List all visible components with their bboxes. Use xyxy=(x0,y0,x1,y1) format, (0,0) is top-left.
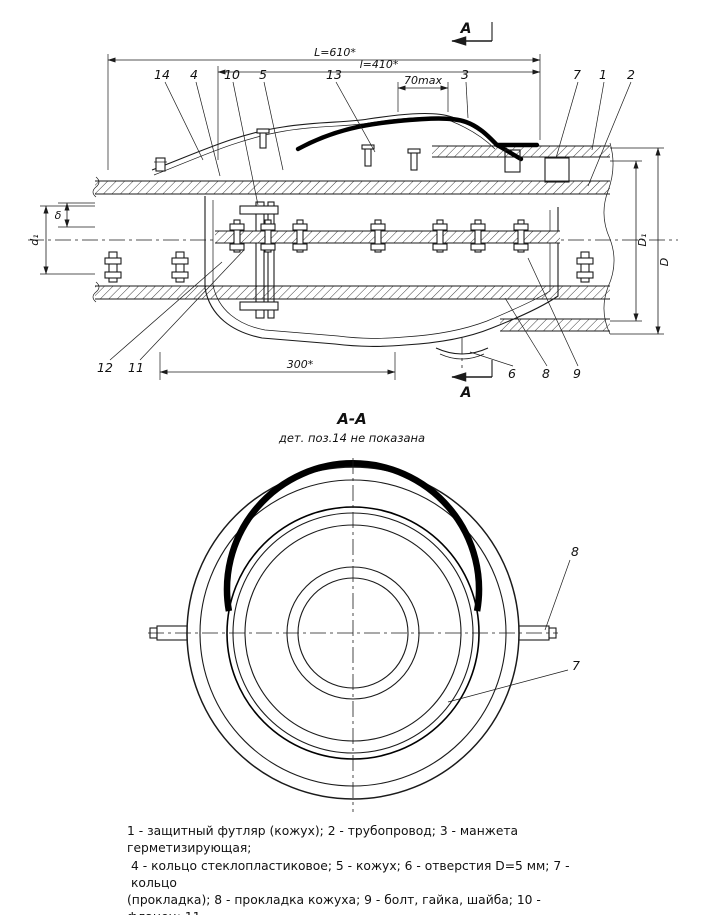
callout-10: 10 xyxy=(224,67,240,82)
manjeta-seal xyxy=(295,116,540,162)
callout-11: 11 xyxy=(128,360,144,375)
right-stub xyxy=(518,625,557,641)
bolt xyxy=(260,219,276,253)
casing-end-ring xyxy=(504,149,521,173)
dimensions: L=610* l=410* 70max 300* δ d₁ D₁ D xyxy=(28,46,671,380)
callout-5: 5 xyxy=(259,67,267,82)
bolt xyxy=(432,219,448,253)
section-letter-bottom: A xyxy=(460,385,472,401)
right-break-line xyxy=(603,142,615,335)
legend-line-1: 1 - защитный футляр (кожух); 2 - трубопр… xyxy=(127,824,519,856)
section-marker-top: A xyxy=(451,21,493,46)
legend-line-2: 4 - кольцо стеклопластиковое; 5 - кожух;… xyxy=(131,858,570,890)
flange-assembly xyxy=(239,201,279,319)
casing-bottom xyxy=(500,318,610,332)
dim-d1: d₁ xyxy=(28,234,41,245)
callout-6: 6 xyxy=(508,366,516,381)
callout-3: 3 xyxy=(461,67,469,82)
callouts: 14 4 10 5 13 3 7 1 2 12 11 6 8 9 xyxy=(97,67,635,381)
callout-13: 13 xyxy=(326,67,342,82)
section-view-title: А-А xyxy=(336,410,366,428)
bolt xyxy=(370,219,386,253)
dim-l: l=410* xyxy=(360,58,399,71)
left-stub xyxy=(149,625,188,641)
leader-7 xyxy=(447,669,569,703)
parts-legend: 1 - защитный футляр (кожух); 2 - трубопр… xyxy=(127,823,597,915)
drain-holes xyxy=(435,338,489,368)
bolt xyxy=(292,219,308,253)
dim-D: D xyxy=(658,258,671,266)
section-letter-top: A xyxy=(460,21,472,37)
clamp-screws xyxy=(256,128,421,171)
callout-8: 8 xyxy=(542,366,550,381)
pipe-top-wall xyxy=(92,176,610,198)
ring-gasket-7 xyxy=(544,157,570,183)
dim-70max: 70max xyxy=(404,74,442,87)
callout-9: 9 xyxy=(573,366,581,381)
callout-12: 12 xyxy=(97,360,113,375)
callout-4: 4 xyxy=(190,67,198,82)
bolt xyxy=(513,219,529,253)
leader-8 xyxy=(544,559,571,631)
callout-7: 7 xyxy=(573,67,581,82)
dim-300: 300* xyxy=(287,358,314,371)
dim-delta: δ xyxy=(55,209,62,222)
main-assembly-drawing xyxy=(28,112,678,368)
section-view-a-a: А-А дет. поз.14 не показана 8 7 xyxy=(148,410,580,812)
callout-2: 2 xyxy=(627,67,635,82)
section-marker-bottom: A xyxy=(451,360,493,401)
casing-top xyxy=(432,145,610,158)
section-callout-7: 7 xyxy=(572,658,580,673)
section-callout-8: 8 xyxy=(571,544,579,559)
legend-line-3: (прокладка); 8 - прокладка кожуха; 9 - б… xyxy=(127,893,541,915)
callout-14: 14 xyxy=(154,67,170,82)
bolted-strip xyxy=(215,219,560,253)
bolt xyxy=(470,219,486,253)
callout-1: 1 xyxy=(599,67,607,82)
dim-D1: D₁ xyxy=(636,234,649,247)
pipe-bottom-wall xyxy=(92,281,610,303)
under-pipe-bolts xyxy=(104,251,594,283)
bolt xyxy=(229,219,245,253)
section-view-subtitle: дет. поз.14 не показана xyxy=(278,431,425,445)
cover-chehol xyxy=(151,112,499,176)
dim-L: L=610* xyxy=(314,46,356,59)
